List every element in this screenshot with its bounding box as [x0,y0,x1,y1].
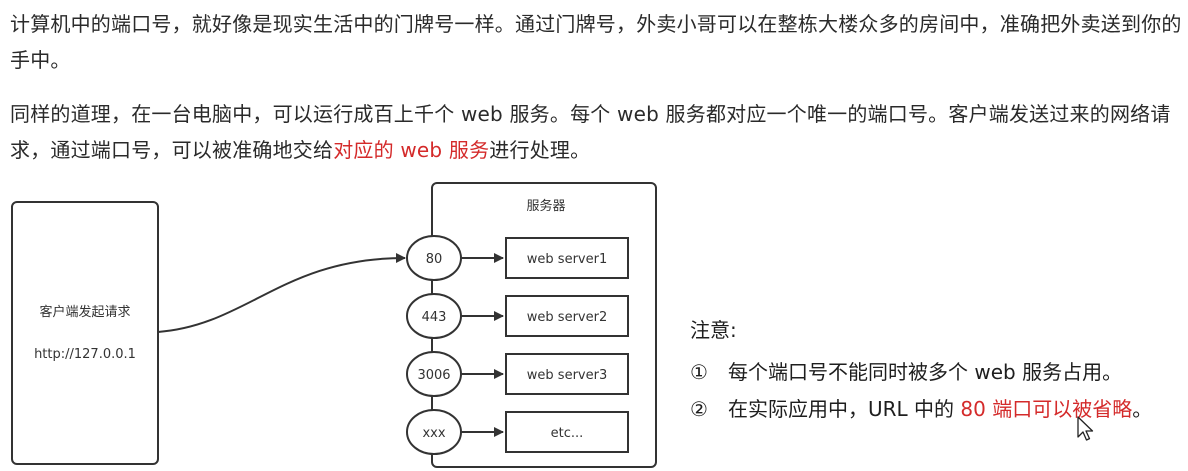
port-label: 443 [422,310,447,325]
port-rows: 80 web server1 443 web server2 3006 web serve… [406,235,629,455]
note-marker: ② [690,397,708,421]
note-text: 每个端口号不能同时被多个 web 服务占用。 [728,360,1123,384]
note-item-1: ① 每个端口号不能同时被多个 web 服务占用。 [690,358,1122,386]
note-text: 在实际应用中，URL 中的 [728,397,961,421]
paragraph-port-analogy: 计算机中的端口号，就好像是现实生活中的门牌号一样。通过门牌号，外卖小哥可以在整栋… [10,6,1182,78]
client-box [11,201,159,465]
note-item-2: ② 在实际应用中，URL 中的 80 端口可以被省略。 [690,395,1152,423]
paragraph-text: 计算机中的端口号，就好像是现实生活中的门牌号一样。通过门牌号，外卖小哥可以在整栋… [10,12,1182,72]
port-diagram: 客户端发起请求 http://127.0.0.1 服务器 80 web serve… [11,182,657,468]
port-label: xxx [422,426,445,441]
service-box [505,237,629,279]
server-title: 服务器 [526,198,565,214]
request-arrow [157,253,406,333]
service-label: web server2 [527,310,607,325]
paragraph-web-services: 同样的道理，在一台电脑中，可以运行成百上千个 web 服务。每个 web 服务都… [10,96,1182,168]
note-title: 注意: [690,318,737,342]
client-label: 客户端发起请求 [39,304,130,320]
highlighted-text: 80 端口可以被省略 [960,397,1133,421]
port-label: 3006 [417,368,450,383]
paragraph-text-end: 进行处理。 [489,138,591,162]
port-label: 80 [426,252,443,267]
service-label: web server1 [527,252,607,267]
highlighted-text: 对应的 web 服务 [333,138,490,162]
service-box [505,353,629,395]
client-url: http://127.0.0.1 [34,347,136,362]
service-box [505,295,629,337]
mouse-cursor-icon [1077,416,1094,441]
paragraph-text: 同样的道理，在一台电脑中，可以运行成百上千个 web 服务。每个 web 服务都… [10,102,1171,162]
service-label: etc... [551,426,584,441]
note-text-end: 。 [1132,397,1153,421]
service-box [505,411,629,453]
service-label: web server3 [527,368,607,383]
note-marker: ① [690,360,708,384]
